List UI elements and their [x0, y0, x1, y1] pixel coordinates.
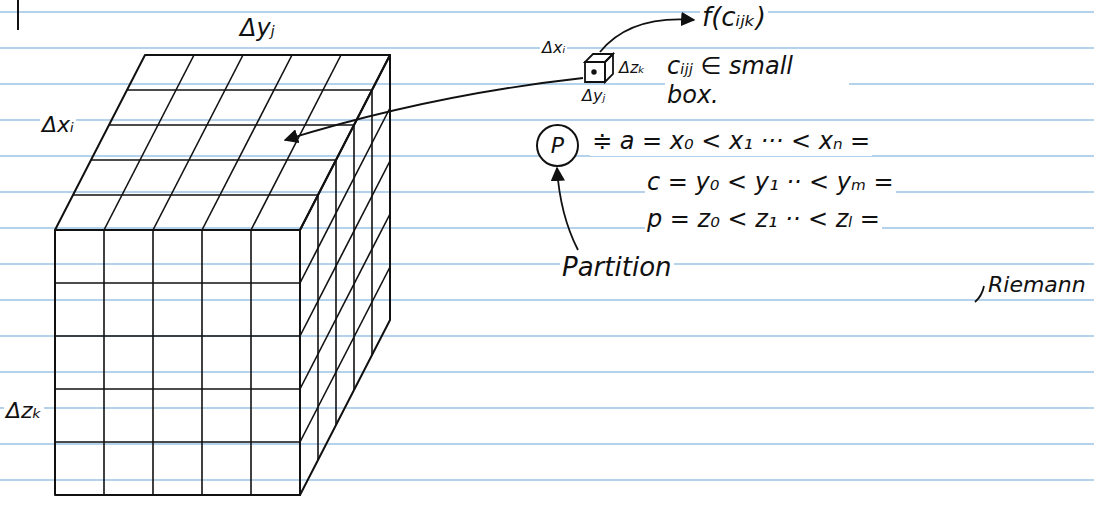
dimension-label: Δzₖ [4, 398, 44, 424]
node-text: P [551, 133, 564, 158]
margin-mark [17, 0, 19, 30]
small-box [585, 54, 613, 82]
dimension-label: Δxᵢ [540, 38, 567, 57]
partition-line: ≑ a = x₀ < x₁ ··· < xₙ = [590, 127, 872, 156]
leader-arrows [285, 19, 984, 302]
ruled-lines [0, 12, 1094, 480]
note-text: cᵢⱼⱼ ∈ small box. [665, 52, 849, 110]
circled-symbol: P [536, 124, 579, 167]
dimension-label: Δyⱼ [238, 14, 277, 43]
partition-line: c = y₀ < y₁ ·· < yₘ = [645, 168, 896, 197]
function-label: f(cᵢⱼₖ) [700, 2, 768, 33]
dimension-label: Δzₖ [617, 58, 647, 77]
partition-line: p = z₀ < z₁ ·· < zₗ = [645, 205, 882, 234]
dimension-label: Δxᵢ [40, 112, 76, 138]
note-text: Partition [560, 252, 674, 283]
note-text: Riemann [986, 272, 1088, 298]
big-box [55, 55, 390, 495]
dimension-label: Δyⱼ [580, 86, 607, 105]
